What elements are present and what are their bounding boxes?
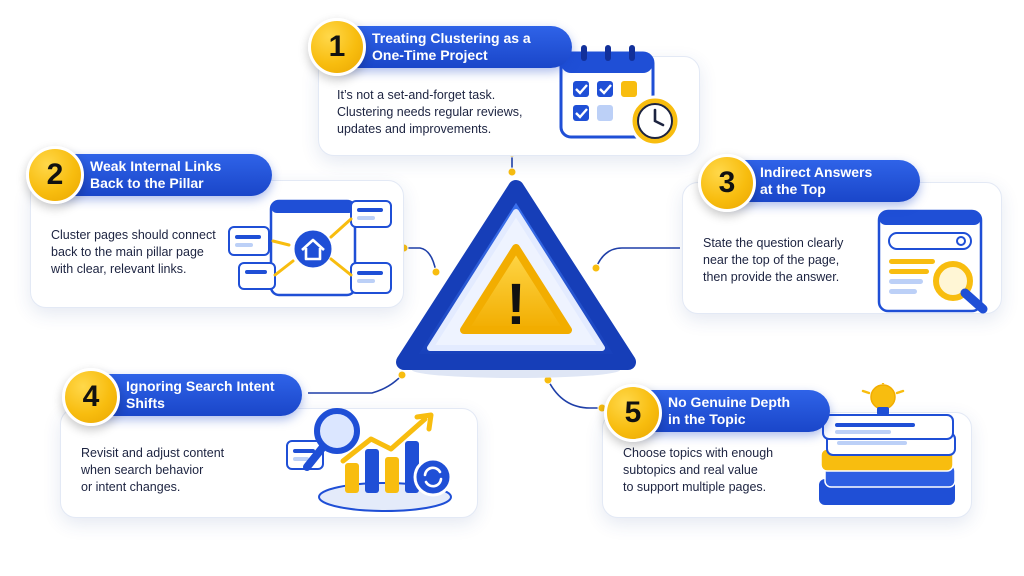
mistake-5-desc-line: Choose topics with enough [623,446,774,460]
mistake-5-title-line: No Genuine Depth [668,394,791,410]
mistake-5-number-badge: 5 [604,384,662,442]
mistake-5-desc-line: subtopics and real value [623,463,758,477]
connector-dot-1b [507,167,517,177]
mistake-2-description: Cluster pages should connect back to the… [51,227,216,278]
mistake-4-title-line: Ignoring Search Intent [126,378,275,394]
mistake-1-desc-line: It’s not a set-and-forget task. [337,88,496,102]
mistake-3-title-line: at the Top [760,181,826,197]
mistake-1-desc-line: Clustering needs regular reviews, [337,105,523,119]
chart-magnifier-refresh-icon [286,408,453,512]
mistake-1-description: It’s not a set-and-forget task. Clusteri… [337,87,523,138]
mistake-4-desc-line: Revisit and adjust content [81,446,225,460]
mistake-1-title-line: One-Time Project [372,47,488,63]
mistake-1-title-line: Treating Clustering as a [372,30,531,46]
mistake-2-desc-line: with clear, relevant links. [51,262,187,276]
warning-symbol: ! [506,272,525,337]
mistake-card-4: Revisit and adjust content when search b… [60,408,478,518]
mistake-card-2: Cluster pages should connect back to the… [30,180,404,308]
mistake-4-desc-line: or intent changes. [81,480,181,494]
mistake-4-number-badge: 4 [62,368,120,426]
mistake-3-title-line: Indirect Answers [760,164,873,180]
stacked-pages-lightbulb-icon [819,383,956,505]
mistake-3-number-badge: 3 [698,154,756,212]
mistake-1-title-bar: Treating Clustering as a One-Time Projec… [326,26,572,68]
linked-pages-home-icon [228,199,392,297]
mistake-4-desc-line: when search behavior [81,463,204,477]
mistake-1-desc-line: updates and improvements. [337,122,492,136]
mistake-2-title-line: Weak Internal Links [90,158,222,174]
connector-4 [308,374,403,394]
connector-5 [547,379,602,409]
mistake-5-description: Choose topics with enough subtopics and … [623,445,773,496]
mistake-5-title-line: in the Topic [668,411,746,427]
mistake-2-number-badge: 2 [26,146,84,204]
mistake-1-number-badge: 1 [308,18,366,76]
warning-triangle-icon: ! [396,180,636,378]
connector-dot-4a [397,370,407,380]
mistake-2-title-line: Back to the Pillar [90,175,204,191]
calendar-clock-icon [559,45,681,147]
mistake-3-desc-line: near the top of the page, [703,253,840,267]
mistake-2-desc-line: Cluster pages should connect [51,228,216,242]
mistake-card-1: It’s not a set-and-forget task. Clusteri… [318,45,700,156]
mistake-4-description: Revisit and adjust content when search b… [81,445,224,496]
mistake-4-title-line: Shifts [126,395,165,411]
mistake-5-desc-line: to support multiple pages. [623,480,767,494]
mistake-3-description: State the question clearly near the top … [703,235,843,286]
mistake-3-desc-line: then provide the answer. [703,270,840,284]
connector-dot-2b [431,267,441,277]
mistake-2-desc-line: back to the main pillar page [51,245,204,259]
mistake-3-desc-line: State the question clearly [703,236,844,250]
browser-search-icon [877,209,988,314]
connector-dot-3a [591,263,601,273]
